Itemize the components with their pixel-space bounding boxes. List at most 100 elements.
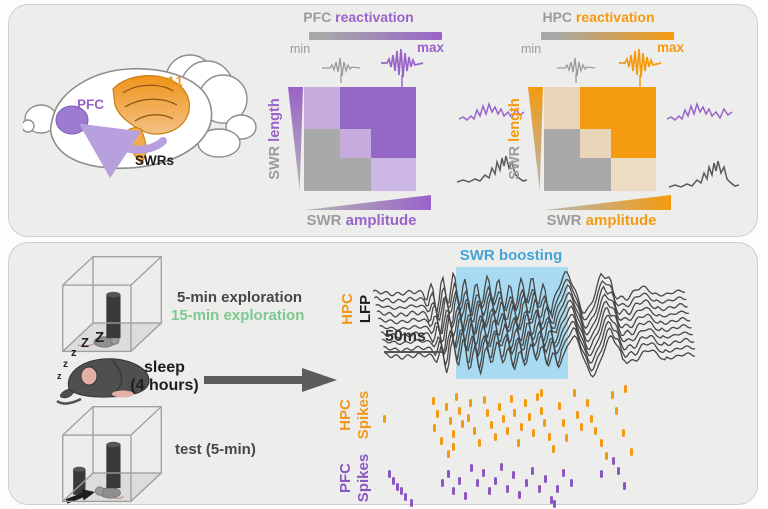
pfc-module-title: PFC reactivation bbox=[303, 9, 414, 25]
spike-tick bbox=[444, 402, 448, 411]
mouse-paws bbox=[112, 390, 134, 398]
matrix-cell bbox=[579, 128, 612, 158]
hpc-length-wedge bbox=[528, 87, 543, 191]
matrix-cell bbox=[579, 157, 612, 191]
spike-tick bbox=[561, 468, 565, 477]
pfc-activity-trace bbox=[459, 101, 525, 121]
svg-text:Z: Z bbox=[81, 335, 89, 350]
spike-tick bbox=[604, 451, 608, 460]
spike-tick bbox=[564, 433, 568, 442]
small-ripple-icon bbox=[557, 57, 596, 83]
spike-tick bbox=[519, 422, 523, 431]
spike-tick bbox=[572, 388, 576, 397]
spike-tick bbox=[472, 426, 476, 435]
matrix-cell bbox=[304, 128, 340, 158]
swr-boosting-label: SWR boosting bbox=[459, 247, 563, 264]
svg-text:z: z bbox=[71, 347, 77, 359]
spike-tick bbox=[614, 406, 618, 415]
matrix-cell bbox=[579, 87, 612, 129]
gray-activity-trace bbox=[457, 155, 527, 183]
lfp-trace bbox=[376, 291, 689, 336]
svg-text:z: z bbox=[57, 371, 62, 381]
hpc-max-label: max bbox=[657, 40, 685, 55]
pfc-gradient-bar bbox=[309, 32, 442, 40]
lfp-channel-label: LFP bbox=[356, 294, 374, 324]
matrix-cell bbox=[304, 87, 340, 129]
spike-tick bbox=[451, 442, 455, 451]
spike-tick bbox=[501, 414, 505, 423]
spike-tick bbox=[382, 414, 386, 423]
spike-tick bbox=[451, 429, 455, 438]
spike-tick bbox=[537, 484, 541, 493]
matrix-cell bbox=[339, 128, 372, 158]
spike-tick bbox=[527, 412, 531, 421]
spike-tick bbox=[387, 469, 391, 478]
matrix-cell bbox=[304, 157, 340, 191]
matrix-cell bbox=[371, 157, 416, 191]
matrix-cell bbox=[544, 157, 580, 191]
mouse-tail bbox=[56, 397, 82, 405]
spike-tick bbox=[446, 469, 450, 478]
spike-tick bbox=[487, 486, 491, 495]
spike-tick bbox=[403, 492, 407, 501]
pfc-length-wedge bbox=[288, 87, 303, 191]
spike-tick bbox=[535, 392, 539, 401]
hpc-lfp-traces bbox=[373, 271, 695, 378]
spike-tick bbox=[629, 447, 633, 456]
spike-tick bbox=[477, 438, 481, 447]
pfc-spikes-label-2: Spikes bbox=[354, 453, 372, 503]
pfc-label: PFC bbox=[77, 97, 104, 112]
spike-tick bbox=[485, 408, 489, 417]
lfp-trace bbox=[375, 284, 688, 330]
spike-tick bbox=[489, 420, 493, 429]
mouse-tail bbox=[77, 343, 95, 348]
spike-tick bbox=[539, 406, 543, 415]
hpc-spikes-label-1: HPC bbox=[336, 399, 354, 431]
spike-tick bbox=[399, 486, 403, 495]
spike-tick bbox=[440, 478, 444, 487]
zzz-letters: z z z Z Z bbox=[57, 331, 104, 381]
spike-tick bbox=[499, 462, 503, 471]
spike-tick bbox=[391, 476, 395, 485]
spike-tick bbox=[585, 398, 589, 407]
spike-tick bbox=[511, 470, 515, 479]
spike-tick bbox=[475, 478, 479, 487]
spike-tick bbox=[622, 481, 626, 490]
pfc-min-label: min bbox=[290, 42, 311, 56]
spike-tick bbox=[463, 491, 467, 500]
hpc-ylabel: SWR length bbox=[507, 98, 523, 180]
spike-tick bbox=[610, 390, 614, 399]
spike-tick bbox=[616, 466, 620, 475]
spike-tick bbox=[623, 384, 627, 393]
matrix-cell bbox=[611, 157, 656, 191]
swr-arrow bbox=[79, 123, 167, 179]
svg-text:Z: Z bbox=[95, 331, 104, 346]
displacement-arrow-icon bbox=[65, 492, 85, 504]
spike-tick bbox=[569, 478, 573, 487]
spike-tick bbox=[589, 414, 593, 423]
pfc-max-label: max bbox=[417, 40, 445, 55]
lfp-trace bbox=[383, 327, 695, 372]
spike-tick bbox=[435, 409, 439, 418]
spike-tick bbox=[446, 449, 450, 458]
exploration-label-5min: 5-min exploration bbox=[177, 289, 303, 306]
large-ripple-icon bbox=[619, 48, 662, 87]
exploration-arena bbox=[61, 256, 163, 353]
olfactory-bulb bbox=[23, 104, 58, 134]
spike-tick bbox=[505, 484, 509, 493]
spike-tick bbox=[493, 476, 497, 485]
spike-tick bbox=[509, 394, 513, 403]
large-ripple-icon bbox=[381, 48, 424, 87]
spike-tick bbox=[531, 428, 535, 437]
spike-tick bbox=[542, 418, 546, 427]
spike-tick bbox=[561, 418, 565, 427]
object-cylinder bbox=[106, 294, 121, 339]
spike-tick bbox=[516, 438, 520, 447]
spike-tick bbox=[457, 476, 461, 485]
small-ripple-icon bbox=[322, 57, 361, 83]
scale-bar-label: 50ms bbox=[385, 328, 426, 345]
spike-tick bbox=[547, 432, 551, 441]
spike-tick bbox=[524, 478, 528, 487]
pfc-activity-trace bbox=[667, 101, 733, 121]
gray-activity-trace bbox=[669, 160, 739, 188]
